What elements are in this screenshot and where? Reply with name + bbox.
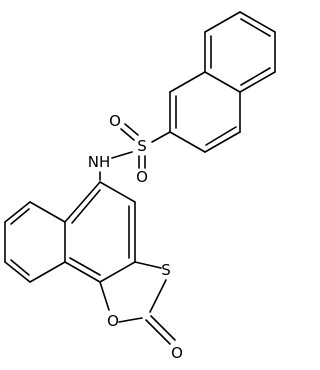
bond — [64, 181, 101, 223]
bond — [240, 67, 271, 86]
bond — [204, 131, 241, 153]
amide-nh-label: NH — [88, 153, 111, 171]
bond — [150, 315, 176, 341]
bond — [134, 261, 162, 269]
bond — [99, 281, 110, 311]
bond — [29, 261, 66, 283]
naphtho-oxathiolone-ring — [4, 181, 176, 345]
bond — [239, 11, 276, 33]
ring-oxygen-label: O — [107, 312, 119, 330]
bond — [99, 261, 136, 283]
ring-sulfur-label: S — [161, 261, 171, 279]
bond — [10, 259, 30, 276]
bond — [145, 319, 171, 345]
sulfonamide-group — [99, 123, 171, 181]
bond — [205, 126, 237, 146]
bond — [4, 261, 31, 283]
sulfonyl-oxygen-left-label: O — [109, 112, 121, 130]
bond — [240, 18, 271, 37]
bond — [204, 11, 241, 33]
molecule-structure: O S O NH S O O — [4, 11, 276, 362]
bond — [10, 208, 30, 225]
bond — [69, 257, 101, 276]
bond — [151, 131, 171, 143]
bond — [64, 261, 101, 283]
bond — [29, 201, 66, 223]
bond — [71, 189, 101, 224]
sulfonyl-oxygen-bottom-label: O — [136, 168, 148, 186]
bond — [124, 123, 139, 136]
bond — [118, 317, 143, 323]
bond — [149, 279, 167, 313]
bond — [4, 201, 31, 223]
bond — [204, 71, 241, 93]
naphthalene-upper-ring — [169, 11, 276, 153]
sulfonyl-sulfur-label: S — [137, 137, 147, 155]
bond — [99, 181, 136, 203]
bond — [120, 128, 135, 141]
bond — [239, 71, 276, 93]
bond — [169, 131, 206, 153]
bond — [169, 71, 206, 93]
bond — [111, 151, 133, 159]
carbonyl-oxygen-label: O — [171, 344, 183, 362]
